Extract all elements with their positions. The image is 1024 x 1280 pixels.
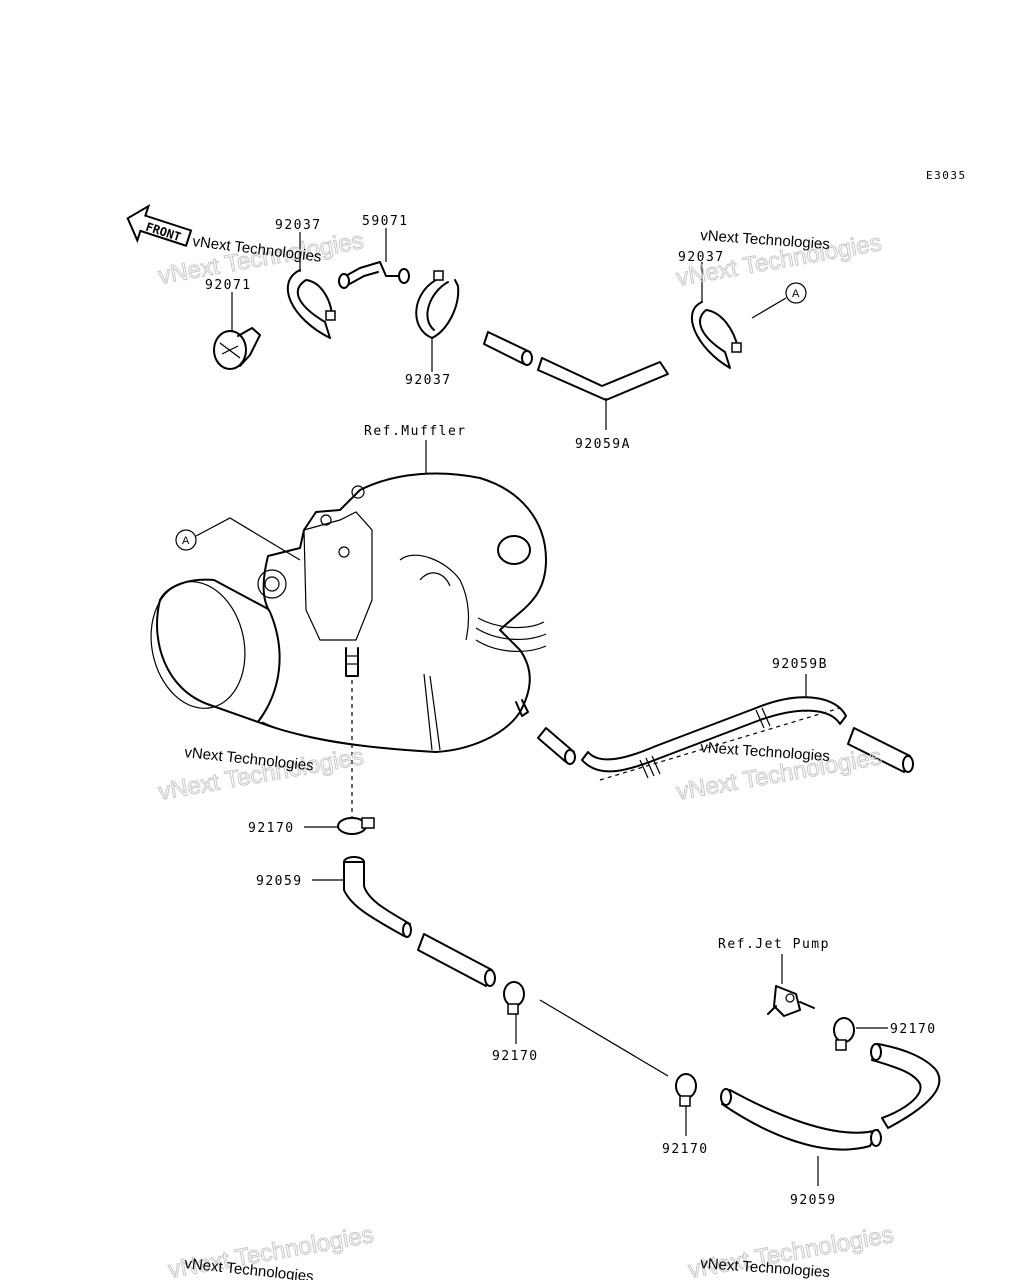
hose-clamp-92170-a [337,817,375,835]
hose-clamp-92170-c [675,1073,697,1107]
hose-92059-right [720,1043,941,1151]
part-label-92037-left: 92037 [275,218,322,233]
leader-link [539,999,669,1077]
part-label-92059b: 92059B [772,657,828,672]
hose-clamp-92170-b [503,981,525,1015]
band-clamp-92037-left [286,269,336,339]
watermark-mid-right: vNext Technologies vNext Technologies [674,739,884,806]
dash-92059b [599,707,841,781]
ref-marker-left [175,529,197,551]
part-label-92170-d: 92170 [890,1022,937,1037]
hose-92059a [483,331,669,401]
watermark-bottom-right: vNext Technologies vNext Technologies [686,1221,896,1280]
band-clamp-92037-middle [415,270,460,339]
ref-marker-right [785,282,807,304]
ref-marker-left-label: A [182,535,190,547]
watermark-mid-left: vNext Technologies vNext Technologies [156,743,366,807]
part-label-92071: 92071 [205,278,252,293]
band-clamp-92037-right [691,301,742,369]
hose-clamp-92170-d [833,1017,855,1051]
hose-92059-left [343,856,496,987]
ref-jet-pump-label: Ref.Jet Pump [718,937,830,952]
part-label-92059a: 92059A [575,437,631,452]
diagram-code: E3035 [926,169,967,182]
part-label-92170-b: 92170 [492,1049,539,1064]
ref-marker-right-label: A [792,288,800,300]
leader-ref-a-right [751,297,787,319]
ref-muffler-label: Ref.Muffler [364,424,467,439]
part-label-92059-a: 92059 [256,874,303,889]
part-label-92037-right: 92037 [678,250,725,265]
leader-ref-a-left [195,517,301,561]
watermark-top-right: vNext Technologies vNext Technologies [674,227,884,292]
front-arrow-icon: FRONT [126,203,193,247]
plug-92071 [213,327,261,370]
part-label-92037-middle: 92037 [405,373,452,388]
hose-92059b [537,696,914,779]
watermark-bottom-left: vNext Technologies vNext Technologies [166,1221,376,1280]
part-label-59071: 59071 [362,214,409,229]
part-label-92059-b: 92059 [790,1193,837,1208]
part-label-92170-c: 92170 [662,1142,709,1157]
svg-text:vNext Technologies: vNext Technologies [700,739,831,765]
jet-pump-fitting [767,985,815,1017]
pipe-59071 [338,261,410,289]
part-label-92170-a: 92170 [248,821,295,836]
muffler-assembly [150,472,547,753]
